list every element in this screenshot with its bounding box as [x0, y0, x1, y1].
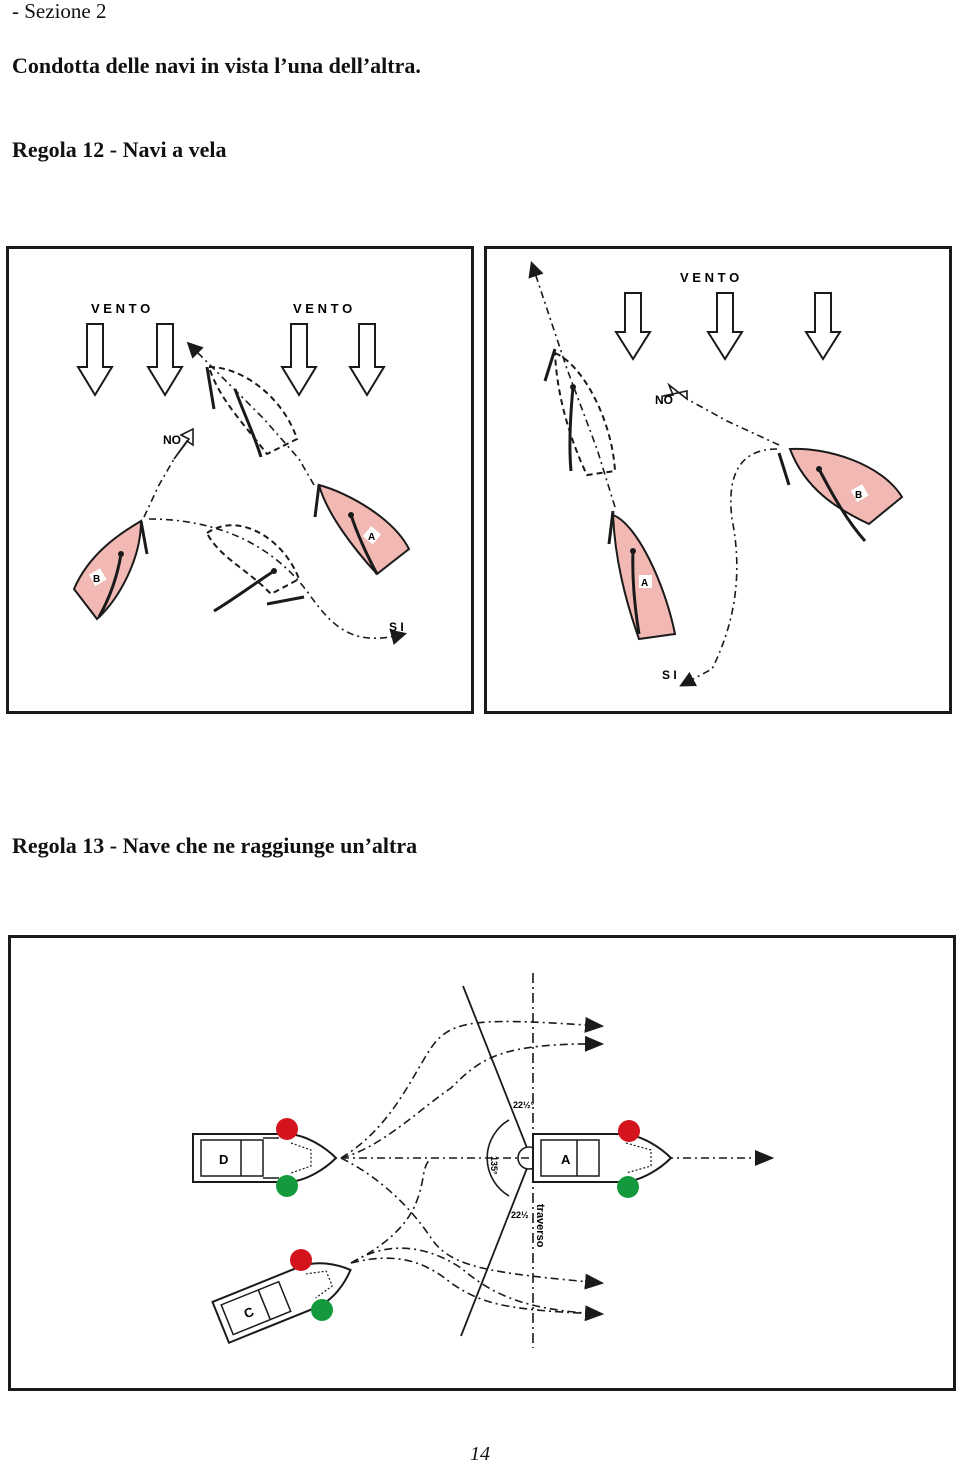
svg-text:A: A	[368, 532, 375, 543]
ghost-boat-upper	[207, 365, 299, 456]
rule-12-title: Regola 12 - Navi a vela	[12, 137, 227, 162]
angle-mid-label: 135°	[489, 1156, 499, 1175]
svg-text:A: A	[641, 578, 648, 589]
motorboat-a: A	[532, 1133, 673, 1183]
rule-13-diagram: 22½° 135° 22½ traverso D	[8, 935, 956, 1391]
si-label: S I	[389, 620, 404, 634]
rule-12-right-diagram: V E N T O A B	[484, 246, 952, 714]
traverso-label: traverso	[534, 1204, 546, 1248]
svg-text:B: B	[855, 490, 862, 501]
overtaking-paths	[340, 1016, 775, 1322]
svg-text:A: A	[561, 1152, 571, 1167]
sector-line-lower	[460, 1157, 532, 1337]
svg-text:D: D	[219, 1152, 228, 1167]
sailboat-b: B	[777, 447, 904, 543]
section-label: - Sezione 2	[12, 0, 107, 23]
chapter-subtitle: Condotta delle navi in vista l’una dell’…	[12, 53, 421, 78]
port-light-c	[290, 1249, 312, 1271]
motorboat-d: D	[192, 1133, 338, 1183]
motorboat-c: C	[211, 1262, 352, 1345]
no-label: NO	[163, 433, 181, 447]
wind-label-right: V E N T O	[293, 301, 352, 316]
wind-label-left: V E N T O	[91, 301, 150, 316]
no-arrow	[662, 382, 688, 401]
starboard-light-c	[311, 1299, 333, 1321]
ghost-boat	[553, 351, 617, 477]
sector-line-upper	[462, 985, 532, 1159]
angle-bottom-label: 22½	[511, 1210, 529, 1220]
starboard-light-a	[617, 1176, 639, 1198]
si-label: S I	[662, 668, 677, 682]
rule-13-title: Regola 13 - Nave che ne raggiunge un’alt…	[12, 833, 418, 858]
port-light-a	[618, 1120, 640, 1142]
page-number: 14	[470, 1443, 490, 1465]
no-label: NO	[655, 393, 673, 407]
sailboat-a: A	[313, 483, 411, 576]
wind-label: V E N T O	[680, 270, 739, 285]
sailboat-b: B	[72, 519, 149, 621]
wind-arrows	[614, 292, 842, 361]
wind-arrows	[76, 323, 386, 397]
port-light-d	[276, 1118, 298, 1140]
rule-12-left-diagram: V E N T O V E N T O B A	[6, 246, 474, 714]
sailboat-a: A	[607, 510, 677, 641]
starboard-light-d	[276, 1175, 298, 1197]
svg-text:B: B	[93, 574, 100, 585]
angle-top-label: 22½°	[513, 1100, 535, 1110]
ghost-boat-lower	[205, 524, 301, 596]
no-arrow	[173, 427, 194, 460]
